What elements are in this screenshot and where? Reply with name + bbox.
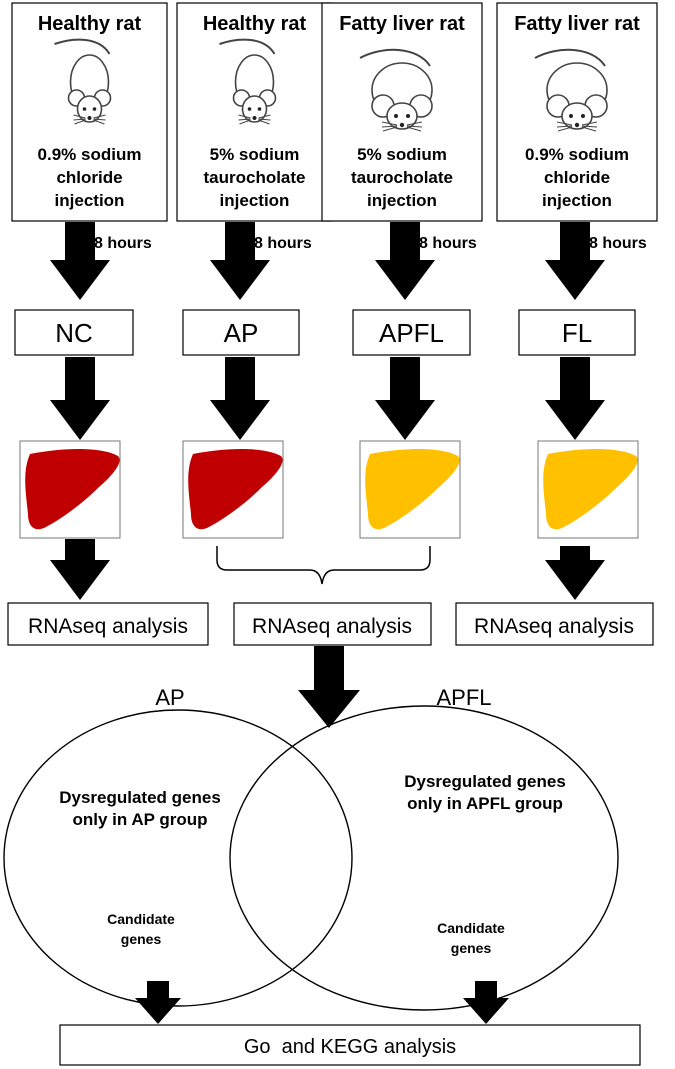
treatment-line: taurocholate: [351, 168, 453, 187]
treatment-line: 5% sodium: [210, 145, 300, 164]
venn-label-apfl: APFL: [436, 685, 491, 710]
group-box: [352, 309, 471, 356]
treatment-line: injection: [367, 191, 437, 210]
rnaseq-label-middle: RNAseq analysis: [252, 615, 412, 638]
arrow-apfl-to-final: [463, 981, 509, 1024]
venn-ap-candidate-line2: genes: [121, 931, 162, 947]
venn-circle-ap: [3, 709, 353, 1007]
group-brace: [216, 546, 431, 585]
arrow-to-venn: [298, 646, 360, 728]
rnaseq-label-left: RNAseq analysis: [28, 615, 188, 638]
venn-ap-text-line2: only in AP group: [72, 810, 207, 829]
venn-ap-candidate-line1: Candidate: [107, 911, 175, 927]
treatment-line: injection: [220, 191, 290, 210]
venn-ap-text-line1: Dysregulated genes: [59, 788, 221, 807]
rnaseq-label-right: RNAseq analysis: [474, 615, 634, 638]
final-analysis-label: Go and KEGG analysis: [244, 1036, 456, 1058]
condition-column-nc: Healthy rat 0.9% sodium chloride injection 8…: [11, 2, 168, 600]
group-box: [182, 309, 300, 356]
arrow-ap-to-final: [135, 981, 181, 1024]
group-box: [14, 309, 134, 356]
arrow-to-rnaseq: [545, 546, 605, 600]
arrow-to-liver: [545, 357, 605, 440]
condition-column-fl: Fatty liver rat 0.9% sodium chloride inject…: [496, 2, 658, 600]
condition-column-ap: Healthy rat 5% sodium taurocholate injectio…: [176, 2, 333, 539]
rnaseq-box-right: [455, 602, 654, 646]
venn-label-ap: AP: [155, 685, 184, 710]
venn-apfl-candidate-line1: Candidate: [437, 920, 505, 936]
treatment-line: 0.9% sodium: [525, 145, 629, 164]
treatment-line: taurocholate: [203, 168, 305, 187]
group-label: APFL: [379, 318, 444, 348]
venn-apfl-candidate-line2: genes: [451, 940, 492, 956]
rnaseq-box-middle: [233, 602, 432, 646]
arrow-to-liver: [375, 357, 435, 440]
group-label: AP: [224, 318, 259, 348]
arrow-to-group: [210, 222, 270, 300]
condition-column-apfl: Fatty liver rat 5% sodium taurocholate inje…: [321, 2, 483, 539]
treatment-line: injection: [542, 191, 612, 210]
venn-apfl-text-line2: only in APFL group: [407, 794, 563, 813]
treatment-line: chloride: [56, 168, 122, 187]
condition-title: Fatty liver rat: [339, 13, 465, 35]
arrow-to-rnaseq: [50, 539, 110, 600]
time-label: 8 hours: [589, 235, 647, 252]
arrow-to-liver: [210, 357, 270, 440]
arrow-to-liver: [50, 357, 110, 440]
arrow-to-group: [375, 222, 435, 300]
treatment-line: chloride: [544, 168, 610, 187]
group-box: [518, 309, 636, 356]
treatment-line: injection: [55, 191, 125, 210]
arrow-to-group: [545, 222, 605, 300]
treatment-line: 0.9% sodium: [38, 145, 142, 164]
final-analysis-box: [59, 1024, 641, 1066]
rnaseq-box-left: [7, 602, 209, 646]
venn-apfl-text-line1: Dysregulated genes: [404, 772, 566, 791]
group-label: NC: [55, 318, 93, 348]
condition-title: Healthy rat: [38, 13, 142, 35]
condition-title: Fatty liver rat: [514, 13, 640, 35]
time-label: 8 hours: [419, 235, 477, 252]
venn-circle-apfl: [229, 705, 619, 1011]
treatment-line: 5% sodium: [357, 145, 447, 164]
time-label: 8 hours: [254, 235, 312, 252]
time-label: 8 hours: [94, 235, 152, 252]
group-label: FL: [562, 318, 592, 348]
arrow-to-group: [50, 222, 110, 300]
condition-title: Healthy rat: [203, 13, 307, 35]
